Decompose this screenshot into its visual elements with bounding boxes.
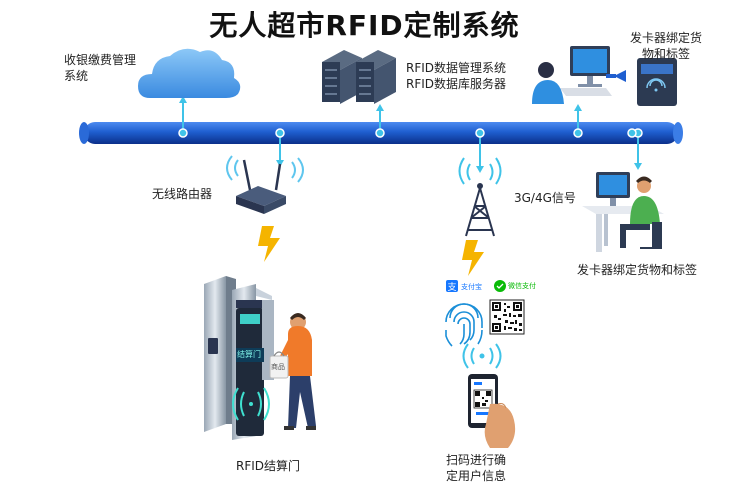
nfc-wave-icon <box>462 343 502 369</box>
rfid-gate-label: RFID结算门 <box>236 459 301 473</box>
bag-text: 商品 <box>271 363 285 371</box>
rfid-gate-illustration <box>204 276 274 440</box>
server-label-line1: RFID数据管理系统 <box>406 61 507 75</box>
payment-label-line2: 定用户信息 <box>446 469 507 483</box>
server-icon <box>322 50 396 104</box>
cashier-label-line1: 收银缴费管理 <box>64 53 137 67</box>
payment-label: 扫码进行确 定用户信息 <box>446 452 506 484</box>
shopper-icon <box>269 313 316 430</box>
gate-sign-text: 结算门 <box>237 350 261 359</box>
lightning-icon <box>462 240 484 276</box>
cashier-label-line2: 系统 <box>64 69 89 83</box>
signal-label: 3G/4G信号 <box>514 191 576 205</box>
cashier-system-label: 收银缴费管理 系统 <box>64 52 136 84</box>
payment-label-line1: 扫码进行确 <box>446 453 507 467</box>
server-label: RFID数据管理系统 RFID数据库服务器 <box>406 60 506 92</box>
router-label: 无线路由器 <box>152 187 213 201</box>
card-issuer-top-line1: 发卡器绑定货 <box>630 31 703 45</box>
page-title: 无人超市RFID定制系统 <box>209 9 520 42</box>
card-issuer-top-line2: 物和标签 <box>642 47 691 61</box>
server-label-line2: RFID数据库服务器 <box>406 77 507 91</box>
wechat-logo-icon <box>494 280 506 292</box>
qr-code-icon <box>489 299 525 335</box>
card-issuer-right-label: 发卡器绑定货物和标签 <box>577 263 698 277</box>
cloud-icon <box>138 48 241 98</box>
alipay-logo-icon: 支 <box>446 280 458 293</box>
card-issuer-top-label: 发卡器绑定货 物和标签 <box>630 30 702 62</box>
connectors <box>178 96 643 173</box>
router-icon <box>226 155 304 214</box>
operator-desk-icon <box>532 46 677 106</box>
alipay-text: 支付宝 <box>461 283 482 291</box>
wechat-text: 微信支付 <box>508 282 536 290</box>
phone-in-hand-icon <box>468 374 516 448</box>
operator-workstation-icon <box>582 172 664 252</box>
lightning-icon <box>258 226 280 262</box>
fingerprint-icon <box>445 303 483 347</box>
svg-text:支: 支 <box>447 281 456 293</box>
tower-icon <box>458 157 502 237</box>
